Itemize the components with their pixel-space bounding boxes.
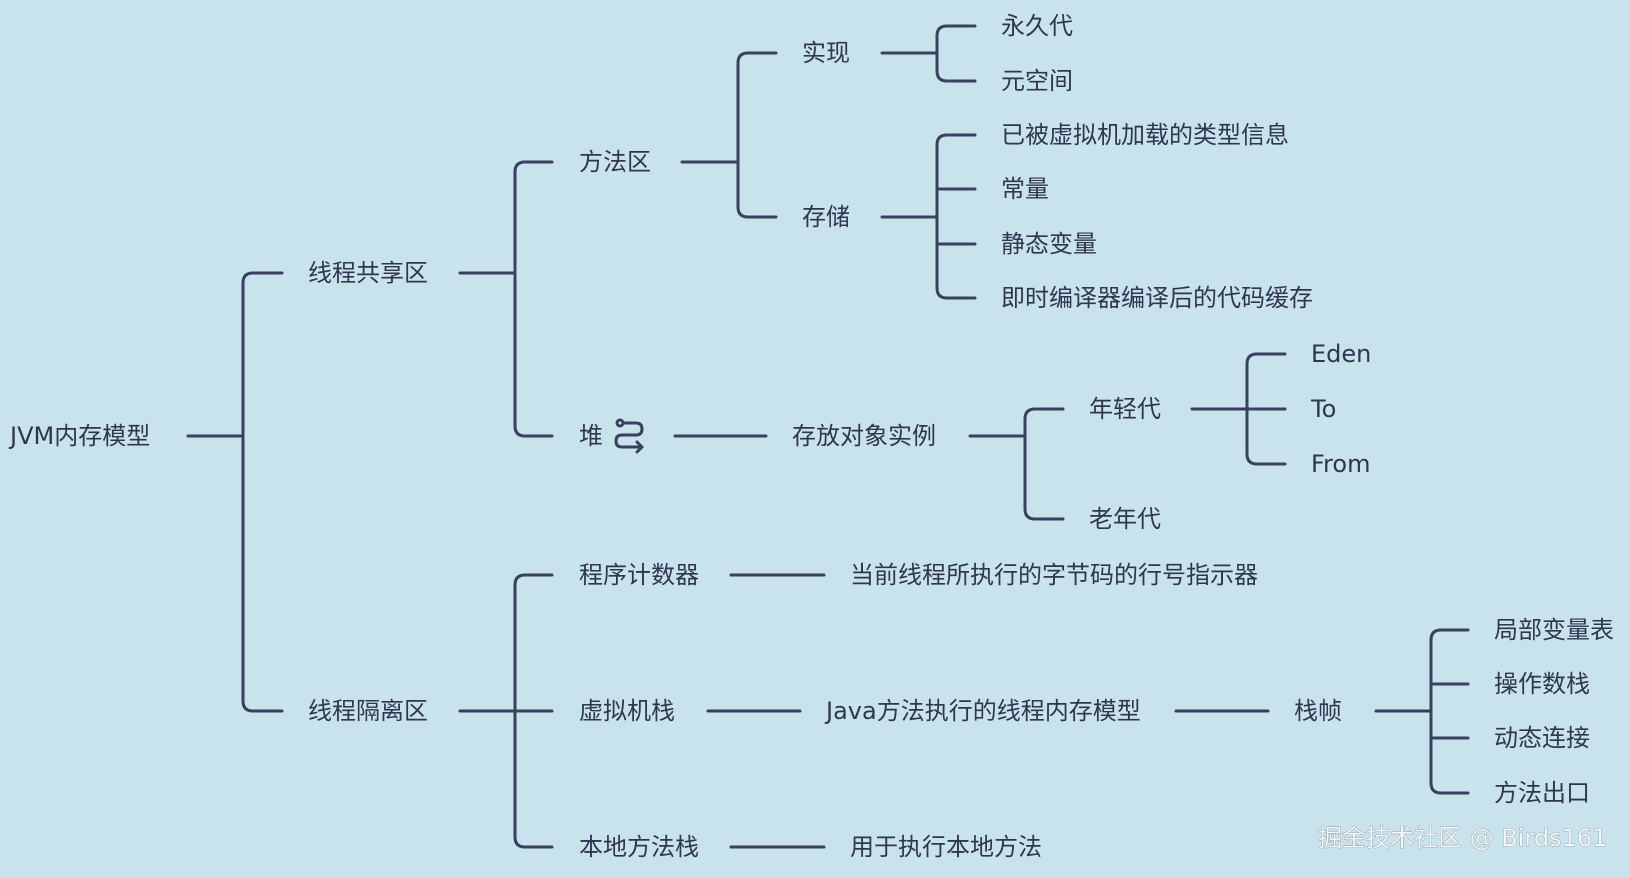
bracket-method-area: [736, 51, 778, 219]
bracket-shared: [513, 160, 554, 438]
node-root[interactable]: JVM内存模型: [8, 422, 150, 450]
node-pc[interactable]: 程序计数器: [579, 561, 699, 589]
node-eden[interactable]: Eden: [1311, 340, 1371, 368]
bracket-root: [241, 271, 284, 713]
bracket-storage: [935, 133, 977, 300]
node-heap[interactable]: 堆: [579, 422, 603, 450]
node-native-stack[interactable]: 本地方法栈: [579, 833, 699, 861]
node-storage-type-info[interactable]: 已被虚拟机加载的类型信息: [1001, 121, 1289, 149]
swap-arrows-icon[interactable]: [614, 418, 644, 454]
node-frame-operand-stack[interactable]: 操作数栈: [1494, 670, 1590, 698]
node-isolated[interactable]: 线程隔离区: [308, 697, 428, 725]
node-storage-jit-cache[interactable]: 即时编译器编译后的代码缓存: [1001, 284, 1313, 312]
node-vm-stack[interactable]: 虚拟机栈: [579, 697, 675, 725]
node-pc-desc[interactable]: 当前线程所执行的字节码的行号指示器: [850, 561, 1258, 589]
node-permgen[interactable]: 永久代: [1001, 12, 1073, 40]
node-labels: JVM内存模型 线程共享区 线程隔离区 方法区 实现 永久代 元空间 存储 已被…: [8, 12, 1614, 861]
bracket-frame: [1429, 628, 1470, 795]
node-storage[interactable]: 存储: [802, 203, 850, 231]
watermark: 掘金技术社区 @ Birds161: [1318, 824, 1607, 852]
node-storage-constants[interactable]: 常量: [1001, 175, 1049, 203]
node-frame-return[interactable]: 方法出口: [1494, 779, 1590, 807]
node-shared[interactable]: 线程共享区: [308, 259, 428, 287]
node-frame[interactable]: 栈帧: [1294, 697, 1342, 725]
node-metaspace[interactable]: 元空间: [1001, 67, 1073, 95]
node-native-desc[interactable]: 用于执行本地方法: [850, 833, 1042, 861]
node-frame-dynamic-link[interactable]: 动态连接: [1494, 724, 1590, 752]
node-heap-store[interactable]: 存放对象实例: [792, 422, 936, 450]
bracket-impl: [935, 24, 977, 83]
node-from[interactable]: From: [1311, 450, 1370, 478]
bracket-heap-store: [1023, 407, 1065, 521]
node-frame-locals[interactable]: 局部变量表: [1494, 616, 1614, 644]
node-young[interactable]: 年轻代: [1089, 395, 1161, 423]
node-impl[interactable]: 实现: [802, 39, 850, 67]
node-storage-static-vars[interactable]: 静态变量: [1001, 230, 1097, 258]
node-to[interactable]: To: [1310, 395, 1336, 423]
node-vm-stack-desc[interactable]: Java方法执行的线程内存模型: [824, 697, 1141, 725]
edges: [186, 24, 1470, 849]
node-old[interactable]: 老年代: [1089, 505, 1161, 533]
node-method-area[interactable]: 方法区: [579, 148, 651, 176]
